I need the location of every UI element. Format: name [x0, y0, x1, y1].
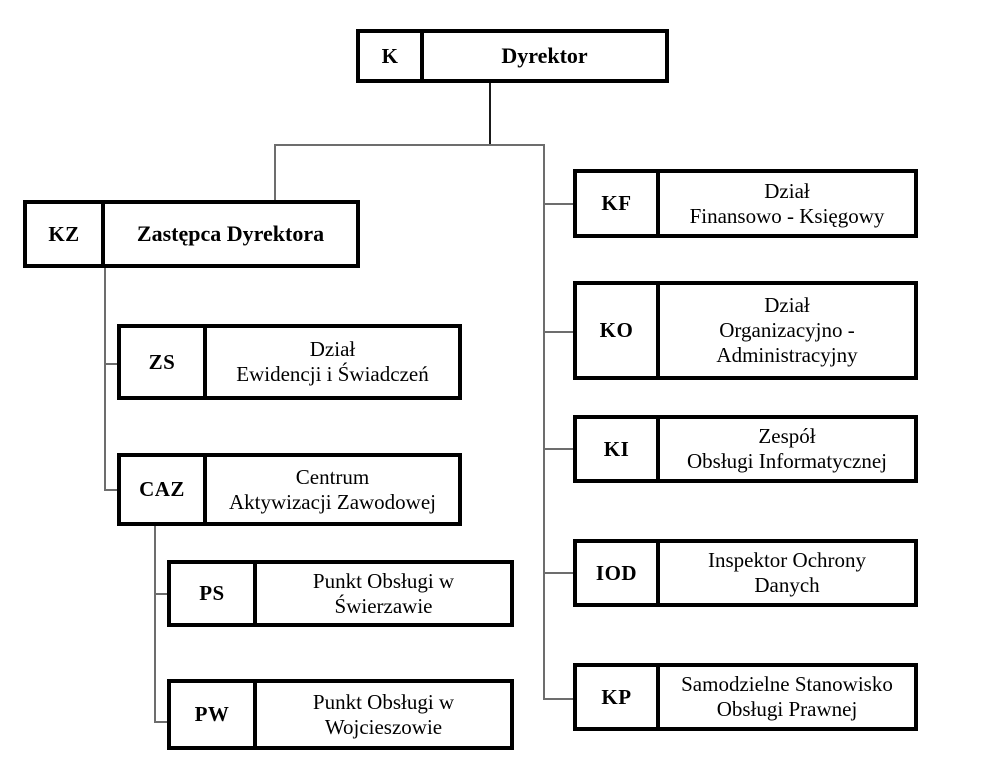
node-ps-name: Punkt Obsługi w Świerzawie — [312, 568, 455, 618]
node-zs-code: ZS — [121, 328, 207, 396]
connector-stub-zs — [104, 363, 122, 365]
connector-stub-ps — [154, 593, 172, 595]
node-zs-name: Dział Ewidencji i Świadczeń — [236, 337, 429, 386]
node-kf-code: KF — [577, 173, 660, 234]
connector-right-spine — [543, 144, 545, 700]
node-kp-name: Samodzielne Stanowisko Obsługi Prawnej — [681, 672, 893, 721]
node-ki[interactable]: KI Zespół Obsługi Informatycznej — [573, 415, 918, 483]
connector-stub-caz — [104, 489, 122, 491]
node-iod-code: IOD — [577, 543, 660, 603]
connector-to-deputy — [274, 144, 276, 202]
connector-stub-pw — [154, 721, 172, 723]
node-kp[interactable]: KP Samodzielne Stanowisko Obsługi Prawne… — [573, 663, 918, 731]
connector-stub-iod — [543, 572, 575, 574]
node-pw-code: PW — [171, 683, 257, 746]
connector-director-trunk — [489, 82, 491, 145]
node-deputy-director[interactable]: KZ Zastępca Dyrektora — [23, 200, 360, 268]
node-kf-name: Dział Finansowo - Księgowy — [689, 178, 885, 228]
node-ko-name: Dział Organizacyjno - Administracyjny — [716, 293, 858, 367]
node-zs[interactable]: ZS Dział Ewidencji i Świadczeń — [117, 324, 462, 400]
connector-caz-spine — [154, 526, 156, 723]
node-director-code: K — [360, 33, 424, 79]
connector-stub-ko — [543, 331, 575, 333]
node-caz[interactable]: CAZ Centrum Aktywizacji Zawodowej — [117, 453, 462, 526]
node-iod-name: Inspektor Ochrony Danych — [707, 548, 867, 597]
node-ko-code: KO — [577, 285, 660, 376]
connector-stub-kf — [543, 203, 575, 205]
node-ps-code: PS — [171, 564, 257, 623]
node-caz-code: CAZ — [121, 457, 207, 522]
node-iod[interactable]: IOD Inspektor Ochrony Danych — [573, 539, 918, 607]
node-ki-code: KI — [577, 419, 660, 479]
node-ki-name: Zespół Obsługi Informatycznej — [686, 424, 888, 473]
node-director-name: Dyrektor — [501, 43, 588, 69]
connector-stub-ki — [543, 448, 575, 450]
node-director[interactable]: K Dyrektor — [356, 29, 669, 83]
node-kp-code: KP — [577, 667, 660, 727]
node-pw-name: Punkt Obsługi w Wojcieszowie — [312, 689, 455, 739]
node-ps[interactable]: PS Punkt Obsługi w Świerzawie — [167, 560, 514, 627]
node-caz-name: Centrum Aktywizacji Zawodowej — [228, 464, 437, 514]
node-deputy-director-code: KZ — [27, 204, 105, 264]
node-deputy-director-name: Zastępca Dyrektora — [136, 221, 325, 247]
node-pw[interactable]: PW Punkt Obsługi w Wojcieszowie — [167, 679, 514, 750]
node-ko[interactable]: KO Dział Organizacyjno - Administracyjny — [573, 281, 918, 380]
connector-stub-kp — [543, 698, 575, 700]
connector-main-bar — [274, 144, 545, 146]
node-kf[interactable]: KF Dział Finansowo - Księgowy — [573, 169, 918, 238]
connector-deputy-spine — [104, 268, 106, 491]
